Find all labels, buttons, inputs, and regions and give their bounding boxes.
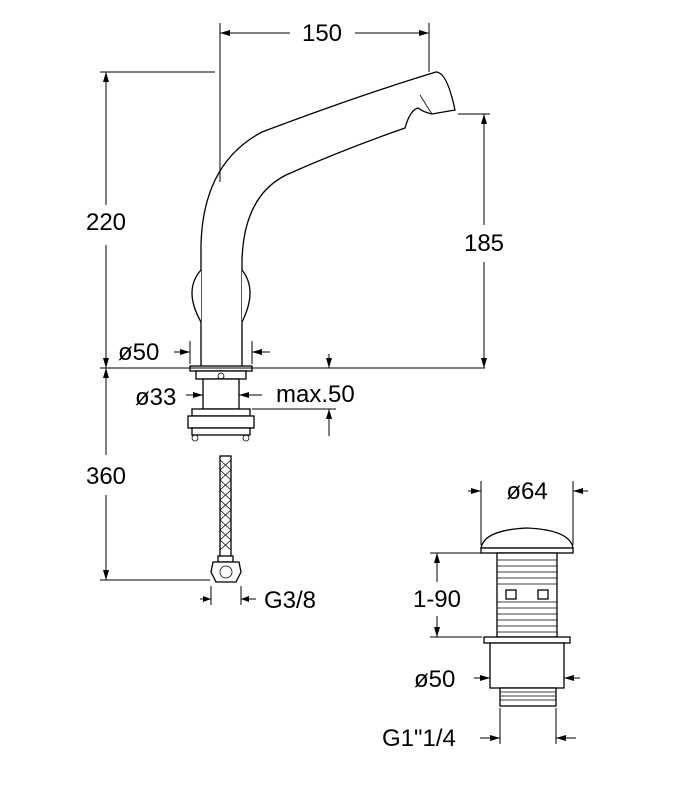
waste-cap-diameter-label: ø64	[506, 478, 547, 505]
hose-thread-label: G3/8	[264, 587, 316, 614]
hose-length-label: 360	[86, 463, 126, 490]
faucet-body	[187, 71, 456, 442]
waste-body-diameter-label: ø50	[414, 666, 455, 693]
waste-dimension-lines	[430, 481, 588, 744]
spout-height-label: 185	[464, 230, 504, 257]
spout-reach-label: 150	[302, 20, 342, 47]
base-diameter-label: ø50	[118, 339, 159, 366]
waste-range-label: 1-90	[413, 586, 461, 613]
waste-thread-label: G1"1/4	[382, 725, 456, 752]
waste-body	[480, 527, 574, 707]
dimension-lines	[100, 23, 490, 605]
flexible-hose	[210, 455, 242, 583]
total-height-label: 220	[86, 209, 126, 236]
max-counter-thickness-label: max.50	[276, 381, 355, 408]
shank-diameter-label: ø33	[135, 384, 176, 411]
